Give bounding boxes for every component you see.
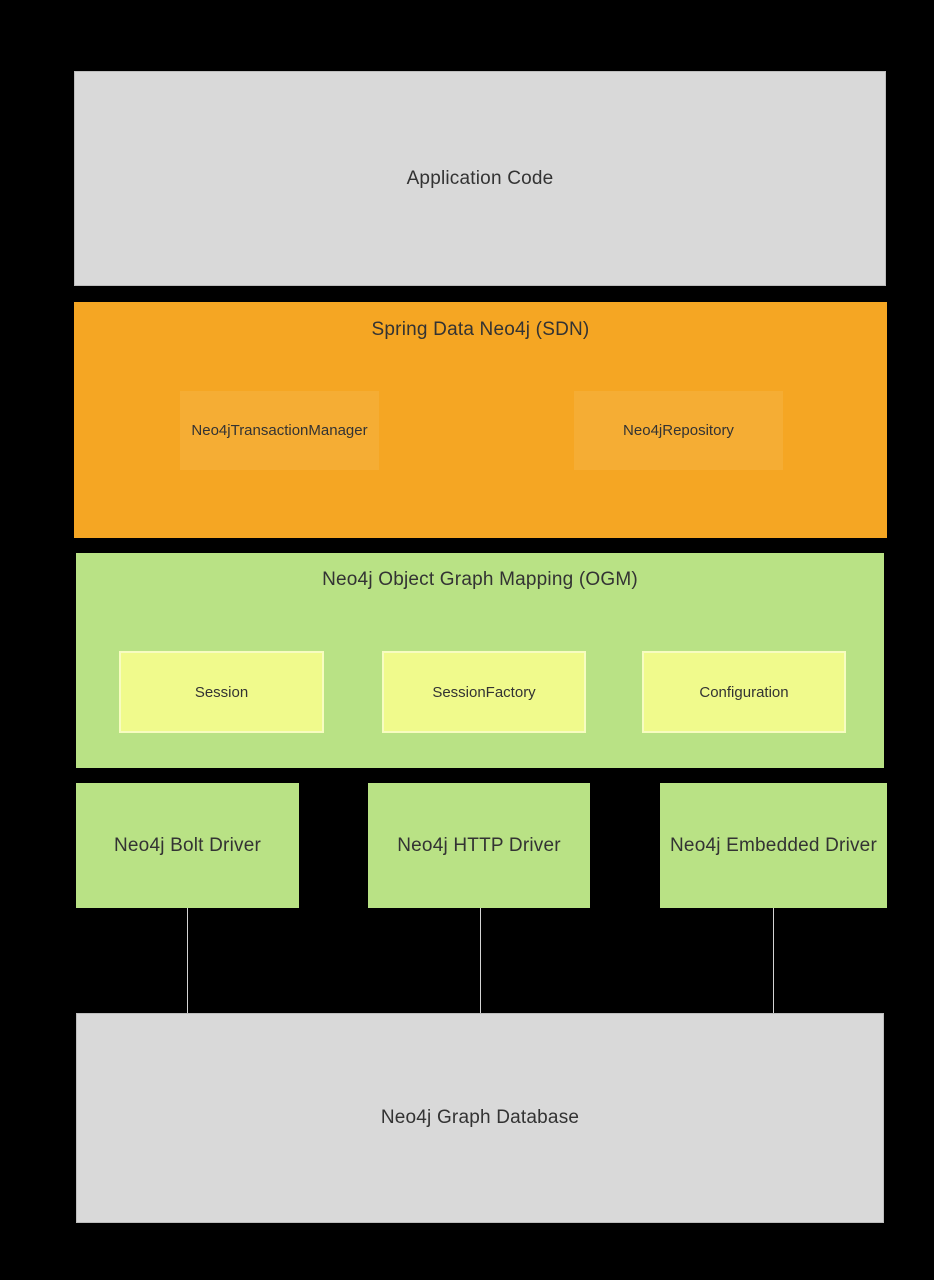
session-box: Session (119, 651, 324, 733)
neo4j-transaction-manager-box: Neo4jTransactionManager (180, 391, 379, 470)
neo4j-embedded-driver-label: Neo4j Embedded Driver (670, 834, 877, 856)
configuration-label: Configuration (699, 683, 789, 701)
neo4j-ogm-box: Neo4j Object Graph Mapping (OGM) Session… (76, 553, 884, 768)
neo4j-graph-database-box: Neo4j Graph Database (76, 1013, 884, 1223)
neo4j-http-driver-box: Neo4j HTTP Driver (368, 783, 590, 908)
session-label: Session (194, 683, 249, 701)
configuration-box: Configuration (642, 651, 846, 733)
application-code-box: Application Code (74, 71, 886, 286)
neo4j-repository-label: Neo4jRepository (623, 422, 734, 439)
bolt-driver-connector-line (187, 908, 188, 1013)
session-factory-box: SessionFactory (382, 651, 586, 733)
neo4j-repository-box: Neo4jRepository (574, 391, 783, 470)
neo4j-bolt-driver-box: Neo4j Bolt Driver (76, 783, 299, 908)
neo4j-ogm-title: Neo4j Object Graph Mapping (OGM) (322, 569, 638, 590)
application-code-label: Application Code (406, 167, 554, 189)
spring-data-neo4j-title: Spring Data Neo4j (SDN) (371, 319, 590, 340)
spring-data-neo4j-box: Spring Data Neo4j (SDN) Neo4jTransaction… (74, 302, 887, 538)
embedded-driver-connector-line (773, 908, 774, 1013)
session-factory-label: SessionFactory (432, 683, 536, 701)
http-driver-connector-line (480, 908, 481, 1013)
neo4j-graph-database-label: Neo4j Graph Database (380, 1107, 580, 1128)
neo4j-transaction-manager-label: Neo4jTransactionManager (191, 422, 368, 439)
neo4j-embedded-driver-box: Neo4j Embedded Driver (660, 783, 887, 908)
neo4j-http-driver-label: Neo4j HTTP Driver (397, 834, 561, 856)
neo4j-bolt-driver-label: Neo4j Bolt Driver (113, 834, 261, 856)
